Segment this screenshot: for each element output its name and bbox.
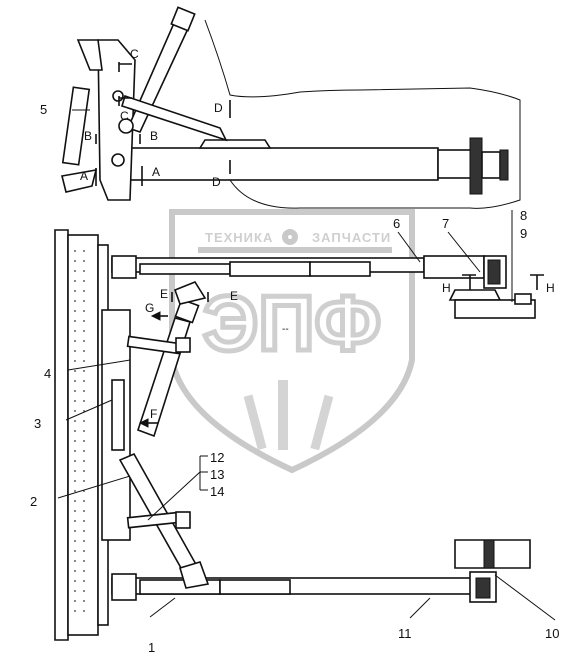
wheat-icon bbox=[243, 380, 334, 451]
section-b-left: B bbox=[84, 129, 92, 143]
callout-7: 7 bbox=[442, 216, 449, 231]
center-mark: -- bbox=[282, 324, 289, 335]
section-d-top: D bbox=[214, 101, 223, 115]
callout-2: 2 bbox=[30, 494, 37, 509]
top-detail-view bbox=[61, 6, 521, 209]
callout-12: 12 bbox=[210, 450, 224, 465]
callout-4: 4 bbox=[44, 366, 51, 381]
section-c-mid: C bbox=[120, 109, 129, 123]
callout-11: 11 bbox=[398, 626, 412, 641]
section-f: F bbox=[150, 407, 157, 421]
gear-icon bbox=[282, 229, 298, 245]
blade-bolt-pattern bbox=[74, 250, 85, 620]
section-e-left: E bbox=[160, 287, 168, 301]
callout-labels: 1 2 3 4 5 6 7 8 9 10 11 12 13 14 bbox=[30, 102, 559, 655]
section-e-right: E bbox=[230, 289, 238, 303]
callout-13: 13 bbox=[210, 467, 224, 482]
callout-9: 9 bbox=[520, 226, 527, 241]
watermark-logo: ЭПФ bbox=[203, 279, 381, 367]
section-g: G bbox=[145, 301, 154, 315]
section-a-right: A bbox=[152, 165, 160, 179]
section-h-right: H bbox=[546, 281, 555, 295]
callout-5: 5 bbox=[40, 102, 47, 117]
callout-6: 6 bbox=[393, 216, 400, 231]
main-plan-view bbox=[54, 109, 556, 641]
watermark-text-2: ЗАПЧАСТИ bbox=[312, 230, 391, 245]
section-c-top: C bbox=[130, 47, 139, 61]
callout-8: 8 bbox=[520, 208, 527, 223]
callout-14: 14 bbox=[210, 484, 224, 499]
callout-10: 10 bbox=[545, 626, 559, 641]
callout-1: 1 bbox=[148, 640, 155, 655]
section-a-left: A bbox=[80, 169, 88, 183]
section-d-bottom: D bbox=[212, 175, 221, 189]
section-labels: A A B B C C D D E E F G H H bbox=[80, 47, 555, 421]
section-b-right: B bbox=[150, 129, 158, 143]
section-h-left: H bbox=[442, 281, 451, 295]
callout-3: 3 bbox=[34, 416, 41, 431]
watermark-text-1: ТЕХНИКА bbox=[205, 230, 273, 245]
watermark: ТЕХНИКА ЗАПЧАСТИ ЭПФ bbox=[169, 209, 415, 474]
